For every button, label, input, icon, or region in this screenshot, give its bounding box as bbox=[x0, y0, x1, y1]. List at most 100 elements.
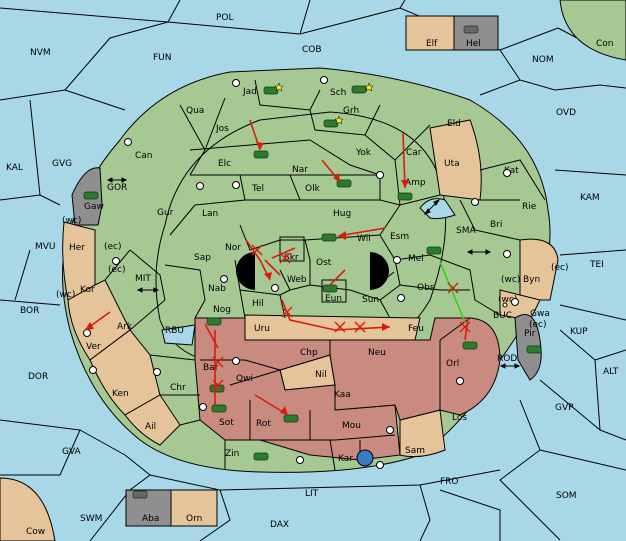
label-kal: KAL bbox=[6, 163, 23, 173]
label-lit: LIT bbox=[305, 489, 319, 499]
supply-centers bbox=[83, 76, 519, 469]
label-ken: Ken bbox=[112, 389, 129, 399]
label-her: Her bbox=[69, 243, 85, 253]
army-zin bbox=[253, 452, 269, 461]
region-skr-box bbox=[279, 236, 305, 262]
label-elc: Elc bbox=[218, 159, 231, 169]
fleet-hel bbox=[463, 25, 479, 34]
label-byn: Byn bbox=[523, 275, 540, 285]
label-kup: KUP bbox=[570, 327, 588, 337]
label-bar: Bar bbox=[203, 363, 219, 373]
label-web: Web bbox=[287, 275, 307, 285]
label-nar: Nar bbox=[292, 165, 308, 175]
label-eun: Eun bbox=[325, 294, 342, 304]
label-zin: Zin bbox=[225, 449, 239, 459]
label-mvu: MVU bbox=[35, 242, 56, 252]
connection-arrows bbox=[106, 177, 521, 369]
army-kar-marker bbox=[356, 449, 374, 467]
label-kat: Kat bbox=[504, 166, 519, 176]
label-orn: Orn bbox=[186, 514, 202, 524]
label-kaa: Kaa bbox=[334, 390, 351, 400]
label-kor: Kor bbox=[80, 285, 95, 295]
label-con: Con bbox=[596, 39, 614, 49]
army-eun bbox=[322, 284, 338, 293]
arrowheads bbox=[85, 142, 409, 415]
label-qua: Qua bbox=[186, 106, 204, 116]
label-rie: Rie bbox=[522, 202, 537, 212]
army-sot bbox=[211, 404, 227, 413]
red-territory-east bbox=[329, 317, 501, 421]
army-wil bbox=[321, 233, 337, 242]
label-skr: Skr bbox=[284, 253, 299, 263]
label-nil: Nil bbox=[315, 370, 327, 380]
label-wc1: (wc) bbox=[62, 216, 81, 226]
label-ec3: (ec) bbox=[108, 265, 126, 275]
label-alt: ALT bbox=[603, 367, 619, 377]
region-ail[interactable] bbox=[124, 394, 181, 446]
label-gur: Gur bbox=[157, 208, 174, 218]
label-dor: DOR bbox=[28, 372, 48, 382]
label-ovd: OVD bbox=[556, 108, 576, 118]
region-orn[interactable] bbox=[170, 489, 218, 527]
land-borders bbox=[104, 79, 546, 471]
label-yok: Yok bbox=[355, 148, 372, 158]
label-mel: Mel bbox=[408, 254, 424, 264]
army-gaw bbox=[83, 191, 99, 200]
army-pir bbox=[526, 345, 542, 354]
label-amp: Amp bbox=[405, 178, 426, 188]
label-jad: Jad bbox=[242, 87, 257, 97]
label-eld: Eld bbox=[447, 119, 461, 129]
label-kam: KAM bbox=[580, 193, 600, 203]
label-wc4: (wc) bbox=[498, 295, 517, 305]
label-feu: Feu bbox=[408, 324, 424, 334]
star-icons bbox=[274, 82, 374, 125]
label-olk: Olk bbox=[305, 184, 321, 194]
label-ec4: (ec) bbox=[529, 320, 547, 330]
label-cob: COB bbox=[302, 45, 322, 55]
label-nog: Nog bbox=[213, 305, 231, 315]
label-lan: Lan bbox=[202, 209, 218, 219]
army-elc bbox=[253, 150, 269, 159]
label-pir: Pir bbox=[524, 329, 536, 339]
label-gvg: GVG bbox=[52, 159, 72, 169]
label-can: Can bbox=[135, 151, 153, 161]
label-wc2: (wc) bbox=[56, 290, 75, 300]
label-mit: MIT bbox=[135, 274, 151, 284]
region-sam[interactable] bbox=[399, 409, 446, 458]
label-kar: Kar bbox=[338, 454, 353, 464]
label-gor: GOR bbox=[107, 183, 127, 193]
region-uru[interactable] bbox=[244, 314, 421, 341]
army-olk bbox=[336, 179, 352, 188]
label-nor: Nor bbox=[225, 243, 241, 253]
region-byn[interactable] bbox=[519, 238, 559, 301]
army-jad bbox=[263, 86, 279, 95]
label-tei: TEI bbox=[589, 260, 604, 270]
label-orl: Orl bbox=[446, 359, 459, 369]
army-mel bbox=[426, 246, 442, 255]
land-labels: Jad Sch Qua Grh Eld Jos Can Elc Nar Yok … bbox=[56, 87, 569, 464]
region-elf[interactable] bbox=[405, 15, 455, 51]
label-gva: GVA bbox=[62, 447, 82, 457]
label-neu: Neu bbox=[368, 348, 386, 358]
label-ost: Ost bbox=[316, 258, 332, 268]
label-sch: Sch bbox=[330, 88, 346, 98]
fleet-aba bbox=[132, 490, 148, 499]
label-ec1: (ec) bbox=[104, 242, 122, 252]
label-nvm: NVM bbox=[30, 48, 51, 58]
label-bor: BOR bbox=[20, 306, 39, 316]
label-ark: Ark bbox=[117, 322, 133, 332]
label-obs: Obs bbox=[417, 283, 435, 293]
support-orders bbox=[439, 261, 466, 323]
label-sam: Sam bbox=[405, 446, 425, 456]
label-chr: Chr bbox=[170, 383, 186, 393]
label-grh: Grh bbox=[343, 106, 359, 116]
label-fun: FUN bbox=[153, 53, 172, 63]
sea-rbu-inlet bbox=[161, 324, 196, 346]
label-gwa: Gwa bbox=[530, 309, 550, 319]
label-gaw: Gaw bbox=[84, 202, 104, 212]
armies bbox=[83, 25, 542, 499]
label-ver: Ver bbox=[86, 342, 101, 352]
label-elf: Elf bbox=[426, 39, 438, 49]
